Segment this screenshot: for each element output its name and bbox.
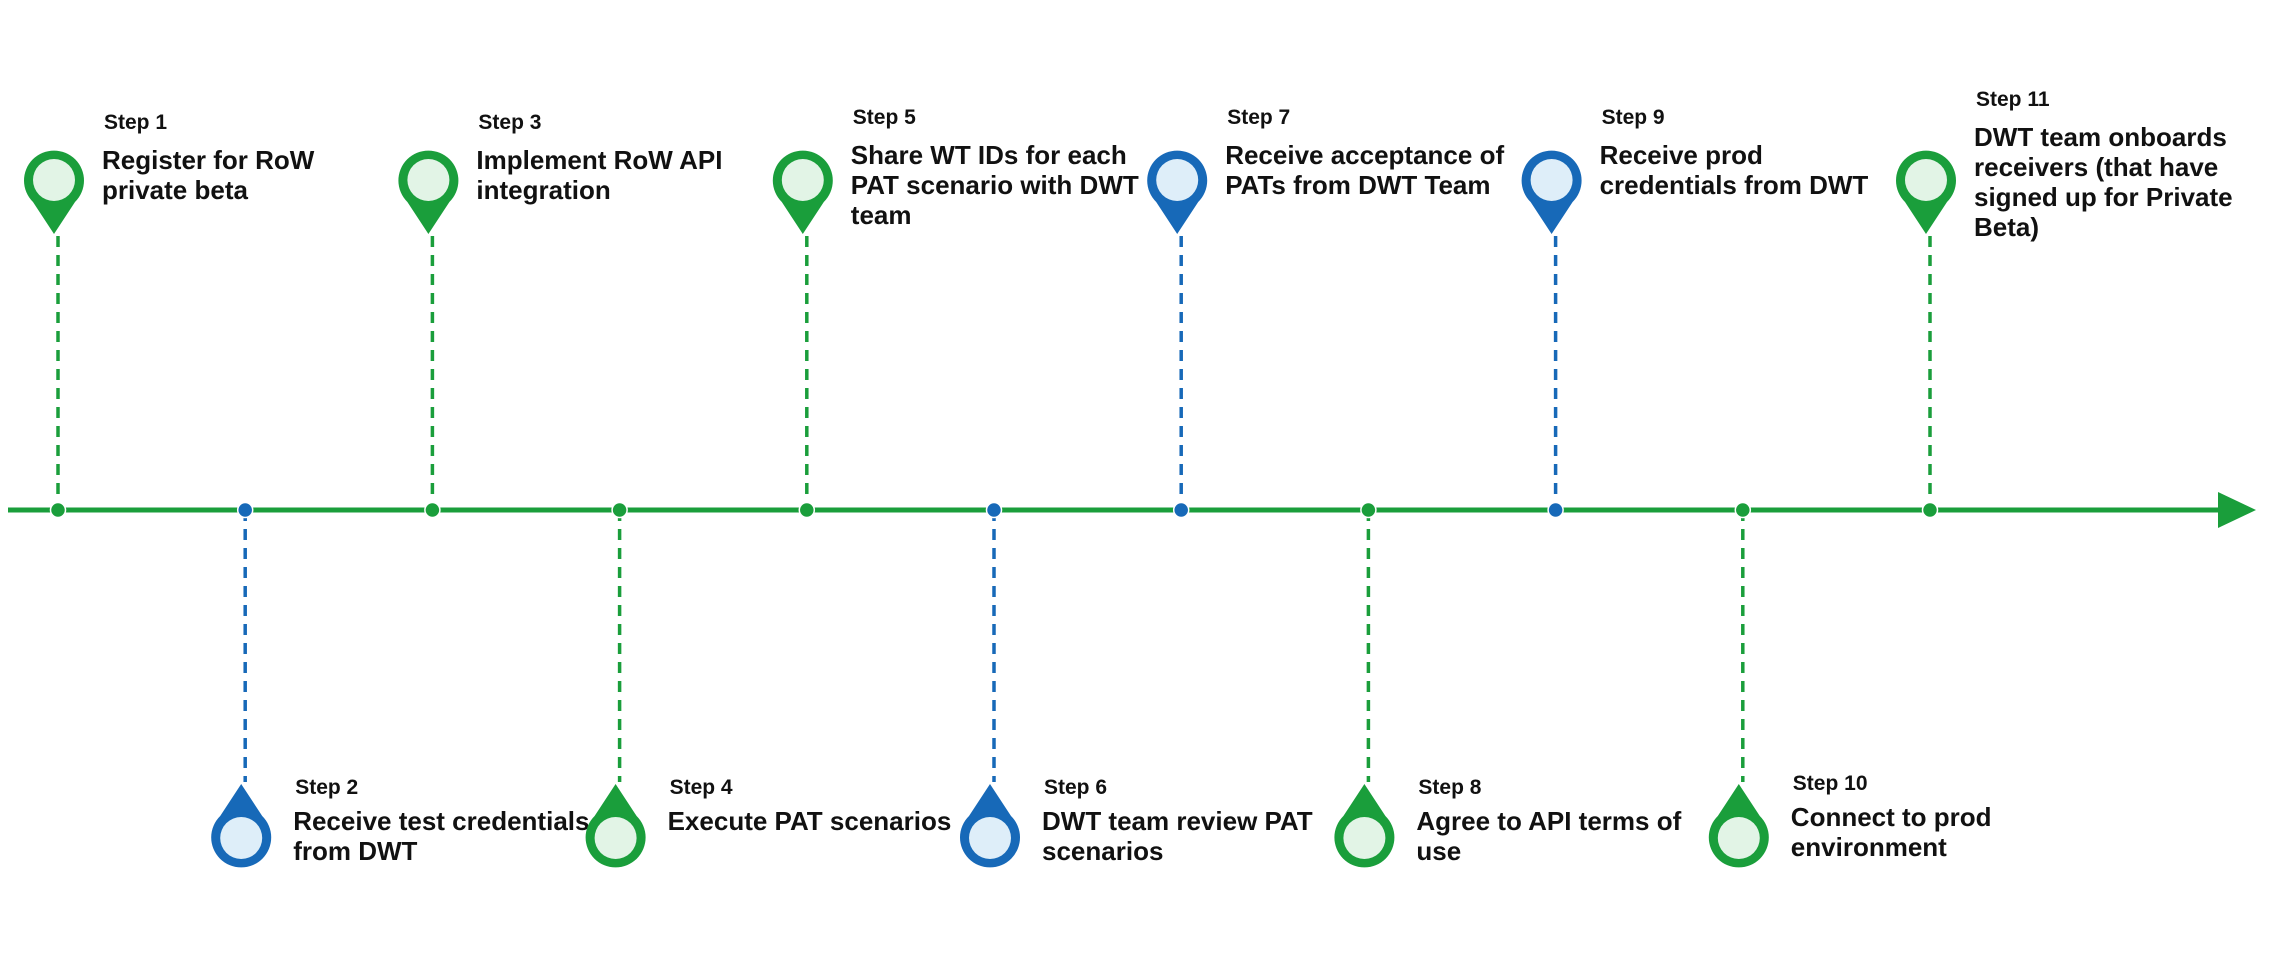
step-node-dot: [1734, 501, 1752, 519]
step-label: Step 6: [1044, 776, 1107, 799]
step-description-line: credentials from DWT: [1600, 170, 1869, 200]
step-node-dot: [798, 501, 816, 519]
step-description-line: private beta: [102, 175, 248, 205]
step-label: Step 1: [104, 111, 167, 134]
step-label: Step 4: [670, 776, 733, 799]
step-label: Step 7: [1227, 106, 1290, 129]
step-description-line: Agree to API terms of: [1416, 806, 1681, 836]
step-node-dot: [1172, 501, 1190, 519]
step-label: Step 3: [478, 111, 541, 134]
map-pin-icon: [24, 150, 84, 234]
map-pin-icon: [1147, 150, 1208, 234]
step-description-line: Receive test credentials: [293, 806, 589, 836]
step-node-dot: [424, 501, 441, 519]
step-description-line: scenarios: [1042, 836, 1163, 866]
step-label: Step 8: [1418, 776, 1481, 799]
step-node-dot: [611, 501, 628, 519]
step-description-line: Receive prod: [1600, 140, 1763, 170]
map-pin-icon: [772, 150, 833, 234]
step-node-dot: [49, 501, 67, 519]
step-description-line: from DWT: [293, 836, 417, 866]
step-description-line: Execute PAT scenarios: [668, 806, 952, 836]
step-description: Execute PAT scenarios: [668, 806, 952, 836]
step-description-line: DWT team onboards: [1974, 122, 2227, 152]
step-description-line: Connect to prod: [1791, 802, 1992, 832]
map-pin-icon: [585, 784, 646, 868]
step-label: Step 5: [853, 106, 916, 129]
step-label: Step 10: [1793, 772, 1868, 795]
map-pin-icon: [398, 150, 459, 234]
step-description-line: PAT scenario with DWT: [851, 170, 1139, 200]
step-node-dot: [1547, 501, 1564, 519]
step-description-line: team: [851, 200, 912, 230]
map-pin-icon: [1708, 784, 1769, 868]
step-node-dot: [985, 501, 1003, 519]
map-pin-icon: [959, 784, 1021, 868]
step-node-dot: [1921, 501, 1939, 519]
step-description-line: signed up for Private: [1974, 182, 2233, 212]
timeline-arrowhead: [2218, 492, 2256, 528]
step-node-dot: [1360, 501, 1377, 519]
step-label: Step 2: [295, 776, 358, 799]
step-description-line: receivers (that have: [1974, 152, 2218, 182]
step-description-line: Beta): [1974, 212, 2039, 242]
step-description-line: environment: [1791, 832, 1947, 862]
map-pin-icon: [1896, 150, 1957, 234]
step-description-line: PATs from DWT Team: [1225, 170, 1490, 200]
map-pin-icon: [1521, 150, 1582, 234]
step-label: Step 11: [1976, 88, 2050, 111]
step-description-line: use: [1416, 836, 1461, 866]
step-description-line: DWT team review PAT: [1042, 806, 1313, 836]
step-label: Step 9: [1602, 106, 1665, 129]
step-description-line: Share WT IDs for each: [851, 140, 1127, 170]
step-description-line: Implement RoW API: [476, 145, 722, 175]
map-pin-icon: [211, 784, 272, 868]
step-node-dot: [236, 501, 254, 519]
step-description-line: Receive acceptance of: [1225, 140, 1504, 170]
step-description-line: integration: [476, 175, 610, 205]
map-pin-icon: [1334, 784, 1395, 868]
step-description-line: Register for RoW: [102, 145, 315, 175]
timeline-step-4: Step 4 Execute PAT scenarios: [585, 501, 952, 868]
